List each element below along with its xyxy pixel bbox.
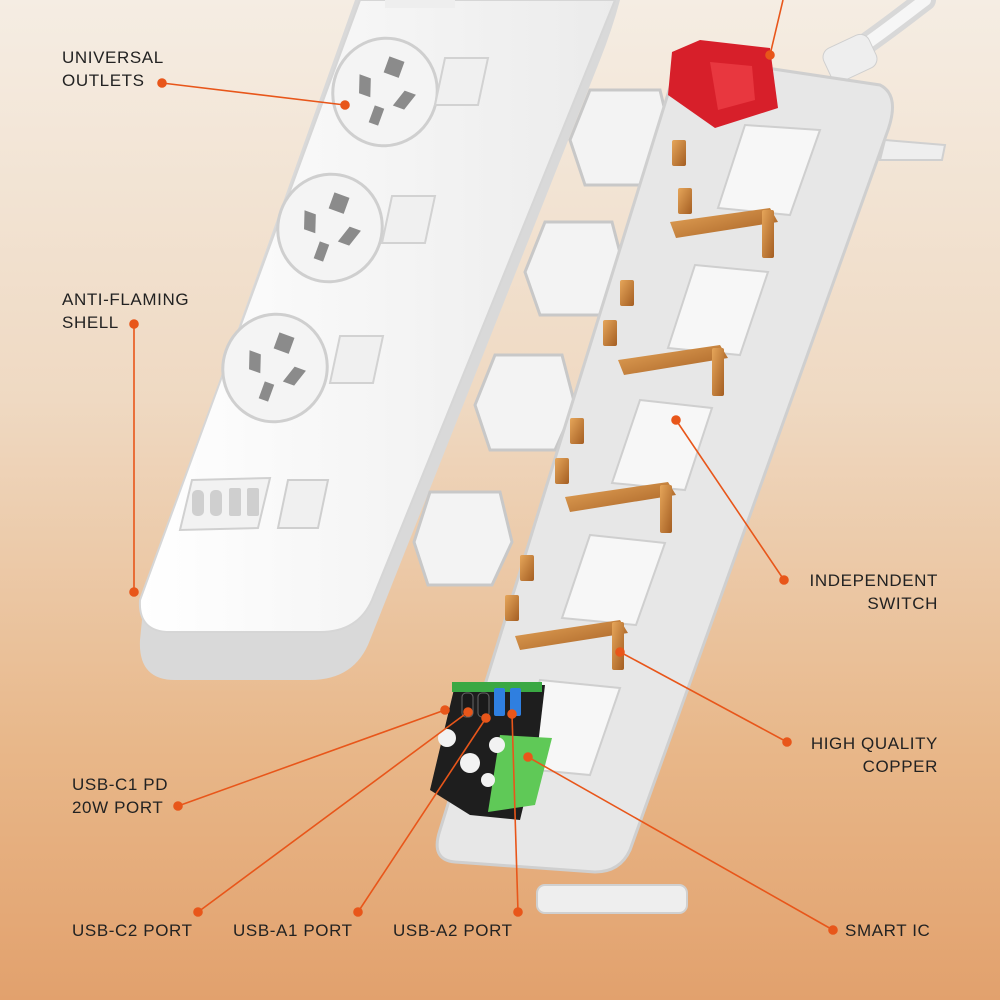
callout-smart-ic: SMART IC: [845, 921, 931, 940]
indicator-window-1: [433, 57, 490, 106]
callout-usb-c1: USB-C1 PD 20W PORT: [72, 775, 169, 817]
callout-usb-a2: USB-A2 PORT: [393, 921, 513, 940]
universal-outlet-3: [221, 312, 329, 424]
bottom-base: [430, 40, 894, 874]
main-switch: [668, 40, 778, 128]
universal-outlet-2: [276, 172, 384, 284]
callout-high-quality-copper: HIGH QUALITY COPPER: [810, 734, 938, 776]
power-cord: [822, 0, 936, 83]
callout-universal-outlets: UNIVERSAL OUTLETS: [62, 48, 164, 90]
callout-leaders: [129, 0, 838, 935]
callout-usb-c2: USB-C2 PORT: [72, 921, 193, 940]
usb-circuit-board: [430, 682, 552, 820]
universal-outlet-1: [331, 36, 439, 148]
indicator-window-2: [380, 195, 437, 244]
base-foot: [536, 138, 947, 914]
callout-independent-switch: INDEPENDENT SWITCH: [809, 571, 938, 613]
usb-panel: [178, 476, 272, 532]
callout-anti-flaming-shell: ANTI-FLAMING SHELL: [62, 290, 190, 332]
top-shell: [138, 0, 620, 680]
callout-usb-a1: USB-A1 PORT: [233, 921, 353, 940]
copper-strips: [505, 140, 778, 670]
indicator-window-3: [328, 335, 385, 384]
switch-window: [276, 479, 330, 529]
